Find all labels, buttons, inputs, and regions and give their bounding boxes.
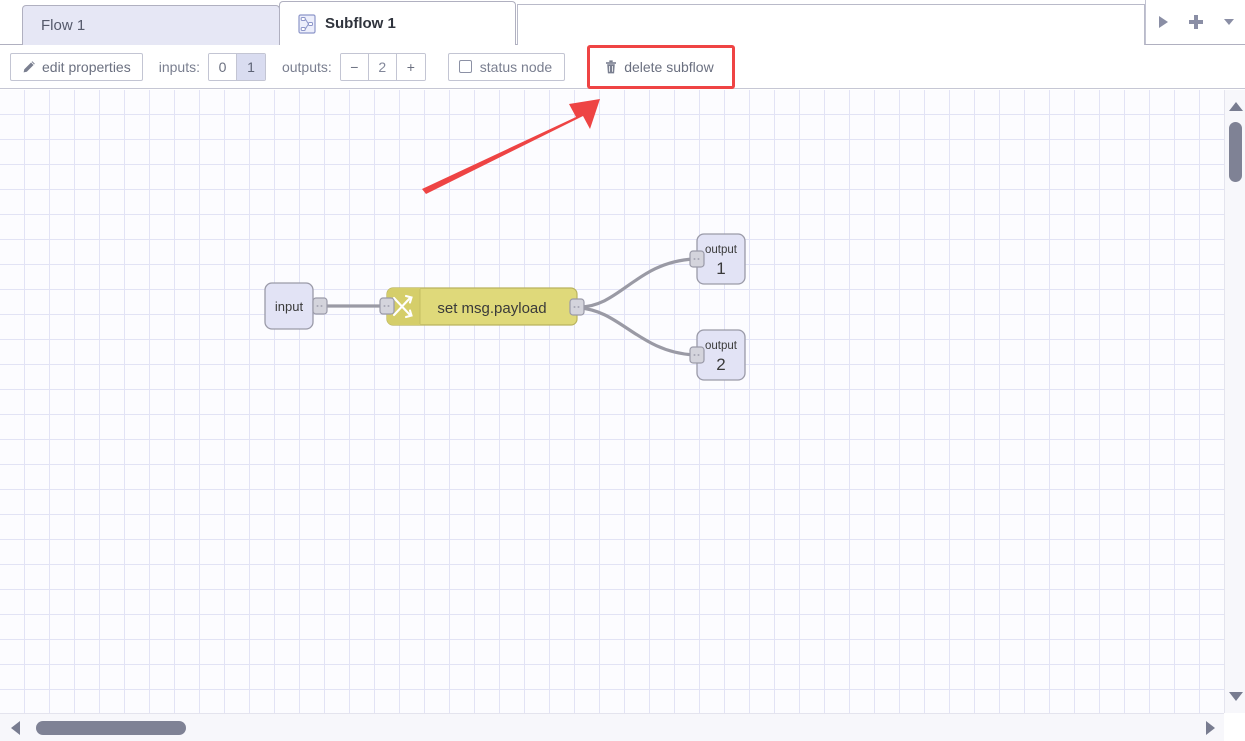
play-icon[interactable] bbox=[1151, 10, 1175, 34]
status-node-checkbox[interactable] bbox=[458, 60, 472, 73]
triangle-right-icon[interactable] bbox=[1202, 720, 1218, 736]
delete-subflow-label: delete subflow bbox=[624, 58, 714, 75]
inputs-label: inputs: bbox=[158, 58, 200, 75]
inputs-option-0[interactable]: 0 bbox=[208, 53, 237, 80]
inputs-selector: 0 1 bbox=[207, 52, 266, 81]
trash-icon bbox=[605, 59, 617, 74]
edit-properties-button[interactable]: edit properties bbox=[10, 52, 143, 81]
scrollbar-corner bbox=[1224, 713, 1245, 741]
status-node-toggle[interactable]: status node bbox=[447, 52, 566, 81]
outputs-label: outputs: bbox=[281, 58, 332, 75]
tab-bar: Flow 1 Subflow 1 bbox=[0, 0, 1245, 46]
delete-subflow-button[interactable]: delete subflow bbox=[595, 52, 727, 81]
pencil-icon bbox=[22, 60, 36, 74]
horizontal-scrollbar[interactable] bbox=[0, 713, 1224, 741]
subflow-output-1-label: output bbox=[705, 244, 738, 256]
triangle-up-icon[interactable] bbox=[1225, 98, 1245, 114]
triangle-left-icon[interactable] bbox=[8, 720, 24, 736]
inputs-option-1[interactable]: 1 bbox=[236, 53, 265, 80]
wire-change-to-output-1 bbox=[577, 257, 696, 309]
subflow-output-node-2: output 2 bbox=[689, 329, 746, 381]
subflow-input-node: input bbox=[264, 282, 328, 330]
change-node-label: set msg.payload bbox=[437, 300, 546, 317]
outputs-value: 2 bbox=[368, 53, 397, 80]
subflow-input-label: input bbox=[275, 299, 304, 314]
change-node: set msg.payload bbox=[379, 287, 585, 326]
tab-bar-actions bbox=[1145, 0, 1245, 44]
tabs-strip: Flow 1 Subflow 1 bbox=[0, 0, 516, 46]
wire-change-to-output-2 bbox=[577, 306, 696, 357]
subflow-output-node-1: output 1 bbox=[689, 233, 746, 285]
status-node-label: status node bbox=[479, 58, 553, 75]
subflow-icon bbox=[298, 13, 316, 34]
tab-bar-filler bbox=[517, 4, 1145, 45]
outputs-decrement-button[interactable]: − bbox=[340, 53, 369, 80]
vertical-scroll-thumb[interactable] bbox=[1229, 122, 1242, 182]
triangle-down-icon[interactable] bbox=[1225, 689, 1245, 705]
subflow-output-2-label: output bbox=[705, 340, 738, 352]
edit-properties-label: edit properties bbox=[42, 58, 131, 75]
tab-flow-1[interactable]: Flow 1 bbox=[22, 5, 280, 45]
add-tab-icon[interactable] bbox=[1184, 10, 1208, 34]
shuffle-icon bbox=[392, 294, 413, 319]
vertical-scrollbar[interactable] bbox=[1224, 90, 1245, 713]
tab-flow-1-label: Flow 1 bbox=[41, 17, 86, 34]
chevron-down-icon[interactable] bbox=[1217, 10, 1241, 34]
tab-subflow-1[interactable]: Subflow 1 bbox=[279, 1, 516, 46]
outputs-increment-button[interactable]: + bbox=[396, 53, 425, 80]
outputs-stepper: − 2 + bbox=[339, 52, 426, 81]
tab-subflow-1-label: Subflow 1 bbox=[325, 15, 396, 32]
horizontal-scroll-thumb[interactable] bbox=[36, 721, 186, 735]
subflow-output-2-number: 2 bbox=[716, 355, 725, 374]
flow-canvas[interactable]: input set msg.payload bbox=[0, 90, 1224, 713]
subflow-output-1-number: 1 bbox=[716, 259, 725, 278]
subflow-toolbar: edit properties inputs: 0 1 outputs: − 2… bbox=[0, 44, 1245, 89]
delete-subflow-highlight: delete subflow bbox=[587, 44, 735, 89]
